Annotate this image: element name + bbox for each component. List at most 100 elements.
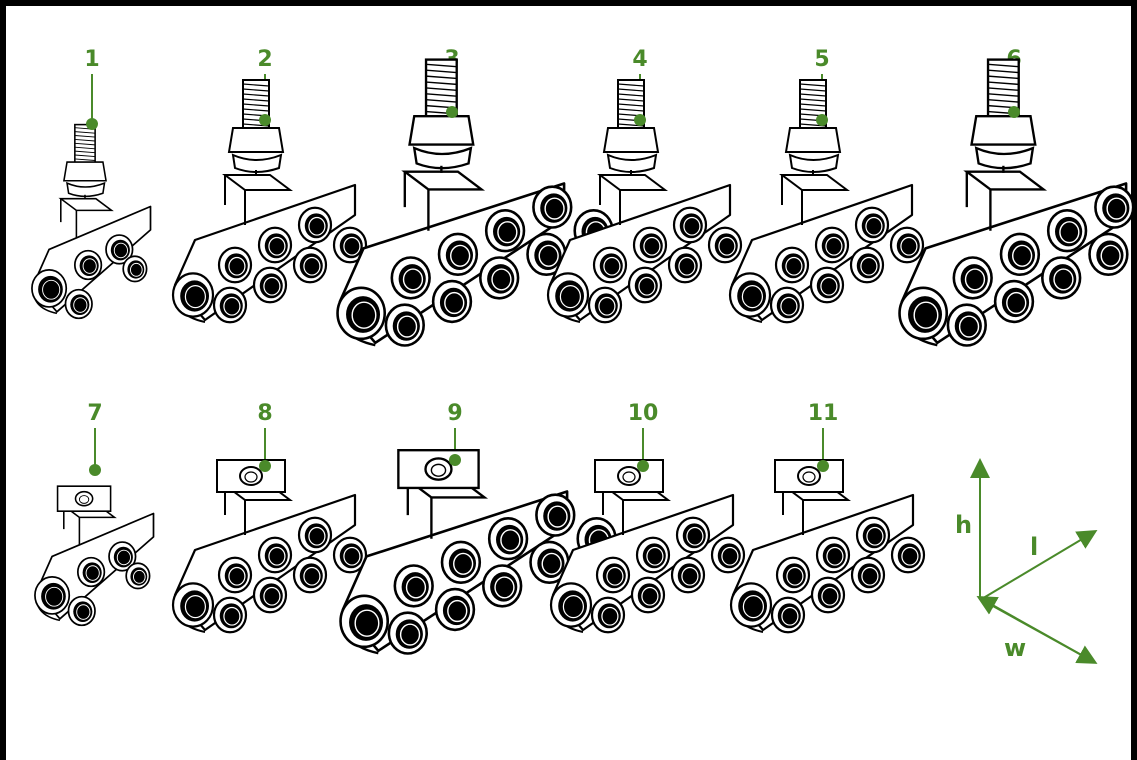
outlet-thread <box>681 566 699 586</box>
thread-line <box>74 150 96 154</box>
manifold-number: 5 <box>814 47 829 72</box>
outlet-thread <box>913 301 939 329</box>
outlet-thread <box>85 565 100 581</box>
leader-dot <box>259 460 271 472</box>
outlet-thread <box>865 216 883 236</box>
lock-washer <box>66 181 106 198</box>
leader-dot <box>816 114 828 126</box>
outlet-thread <box>303 566 321 586</box>
outlet-thread <box>129 262 143 277</box>
bracket-leg <box>965 171 992 231</box>
outlet-thread <box>228 256 246 276</box>
thread-line <box>617 108 645 112</box>
outlet-thread <box>223 606 241 626</box>
thread-line <box>799 93 827 97</box>
outlet-thread <box>500 529 521 552</box>
thread-line <box>987 81 1019 86</box>
outlet-thread <box>268 236 286 256</box>
threaded-stud <box>408 58 475 173</box>
thread-line <box>74 131 96 134</box>
thread-line <box>617 93 645 97</box>
outlet-thread <box>132 569 146 584</box>
outlet-thread <box>1106 197 1127 220</box>
thread-line <box>74 154 96 158</box>
outlet-thread <box>861 566 879 586</box>
threaded-hole <box>797 466 821 486</box>
lock-washer <box>788 153 840 173</box>
threaded-hole <box>239 466 263 486</box>
thread-line <box>987 75 1019 80</box>
outlet-thread <box>900 236 918 256</box>
outlet-thread <box>76 604 91 620</box>
hex-nut <box>602 127 660 153</box>
manifold-5: 5 <box>728 47 925 324</box>
outlet-thread <box>1006 291 1027 315</box>
thread-line <box>74 138 96 142</box>
outlet-thread <box>263 586 281 606</box>
manifold-body <box>171 79 368 324</box>
outlet-thread <box>402 268 424 291</box>
manifold-4: 4 <box>546 47 743 324</box>
manifold-group: 1234567891011 <box>31 47 1137 655</box>
lock-washer <box>606 153 658 173</box>
manifold-10: 10 <box>549 401 746 634</box>
outlet-bore <box>41 582 66 610</box>
thread-line <box>799 108 827 112</box>
outlet-thread <box>497 221 518 244</box>
outlet-thread <box>901 546 919 566</box>
thread-line <box>74 135 96 138</box>
hole-thread <box>622 471 636 483</box>
manifold-body <box>898 58 1137 347</box>
mounting-bracket <box>401 170 486 191</box>
threaded-hole <box>74 490 94 507</box>
thread-line <box>425 93 457 97</box>
manifold-body <box>728 79 925 324</box>
thread-line <box>74 142 96 146</box>
thread-line <box>617 88 645 92</box>
outlet-thread <box>603 256 621 276</box>
hole-thread <box>78 495 90 504</box>
outlet-bore <box>38 275 63 303</box>
thread-line <box>799 83 827 87</box>
thread-line <box>425 99 457 103</box>
outlet-thread <box>1053 268 1074 291</box>
outlet-thread <box>544 197 565 220</box>
manifold-6: 6 <box>898 47 1137 347</box>
outlet-thread <box>396 315 418 338</box>
outlet-thread <box>116 549 131 566</box>
outlet-thread <box>683 216 701 236</box>
outlet-thread <box>45 586 64 607</box>
thread-line <box>617 83 645 87</box>
thread-line <box>987 87 1019 91</box>
outlet-thread <box>73 297 88 313</box>
outlet-thread <box>606 566 624 586</box>
outlet-thread <box>541 552 562 575</box>
mounting-bracket <box>222 174 293 191</box>
manifold-number: 10 <box>628 401 659 426</box>
axis-h-label: h <box>955 511 972 539</box>
manifold-number: 11 <box>808 401 839 426</box>
outlet-thread <box>598 296 616 316</box>
outlet-thread <box>601 606 619 626</box>
outlet-thread <box>741 284 764 309</box>
threaded-hole-pad <box>56 485 112 512</box>
thread-line <box>242 103 270 107</box>
outlet-thread <box>866 526 884 546</box>
threaded-stud <box>602 79 660 176</box>
leader-dot <box>259 114 271 126</box>
outlet-thread <box>228 566 246 586</box>
threaded-hole <box>617 466 641 486</box>
thread-line <box>74 158 96 161</box>
outlet-thread <box>686 526 704 546</box>
outlet-thread <box>559 284 582 309</box>
manifold-9: 9 <box>339 401 617 655</box>
thread-line <box>425 63 457 68</box>
outlet-thread <box>825 236 843 256</box>
manifold-number: 7 <box>87 401 102 426</box>
lock-washer <box>974 146 1035 170</box>
outlet-thread <box>721 546 739 566</box>
outlet-thread <box>268 546 286 566</box>
outlet-thread <box>399 623 421 646</box>
mounting-bracket <box>963 170 1048 191</box>
